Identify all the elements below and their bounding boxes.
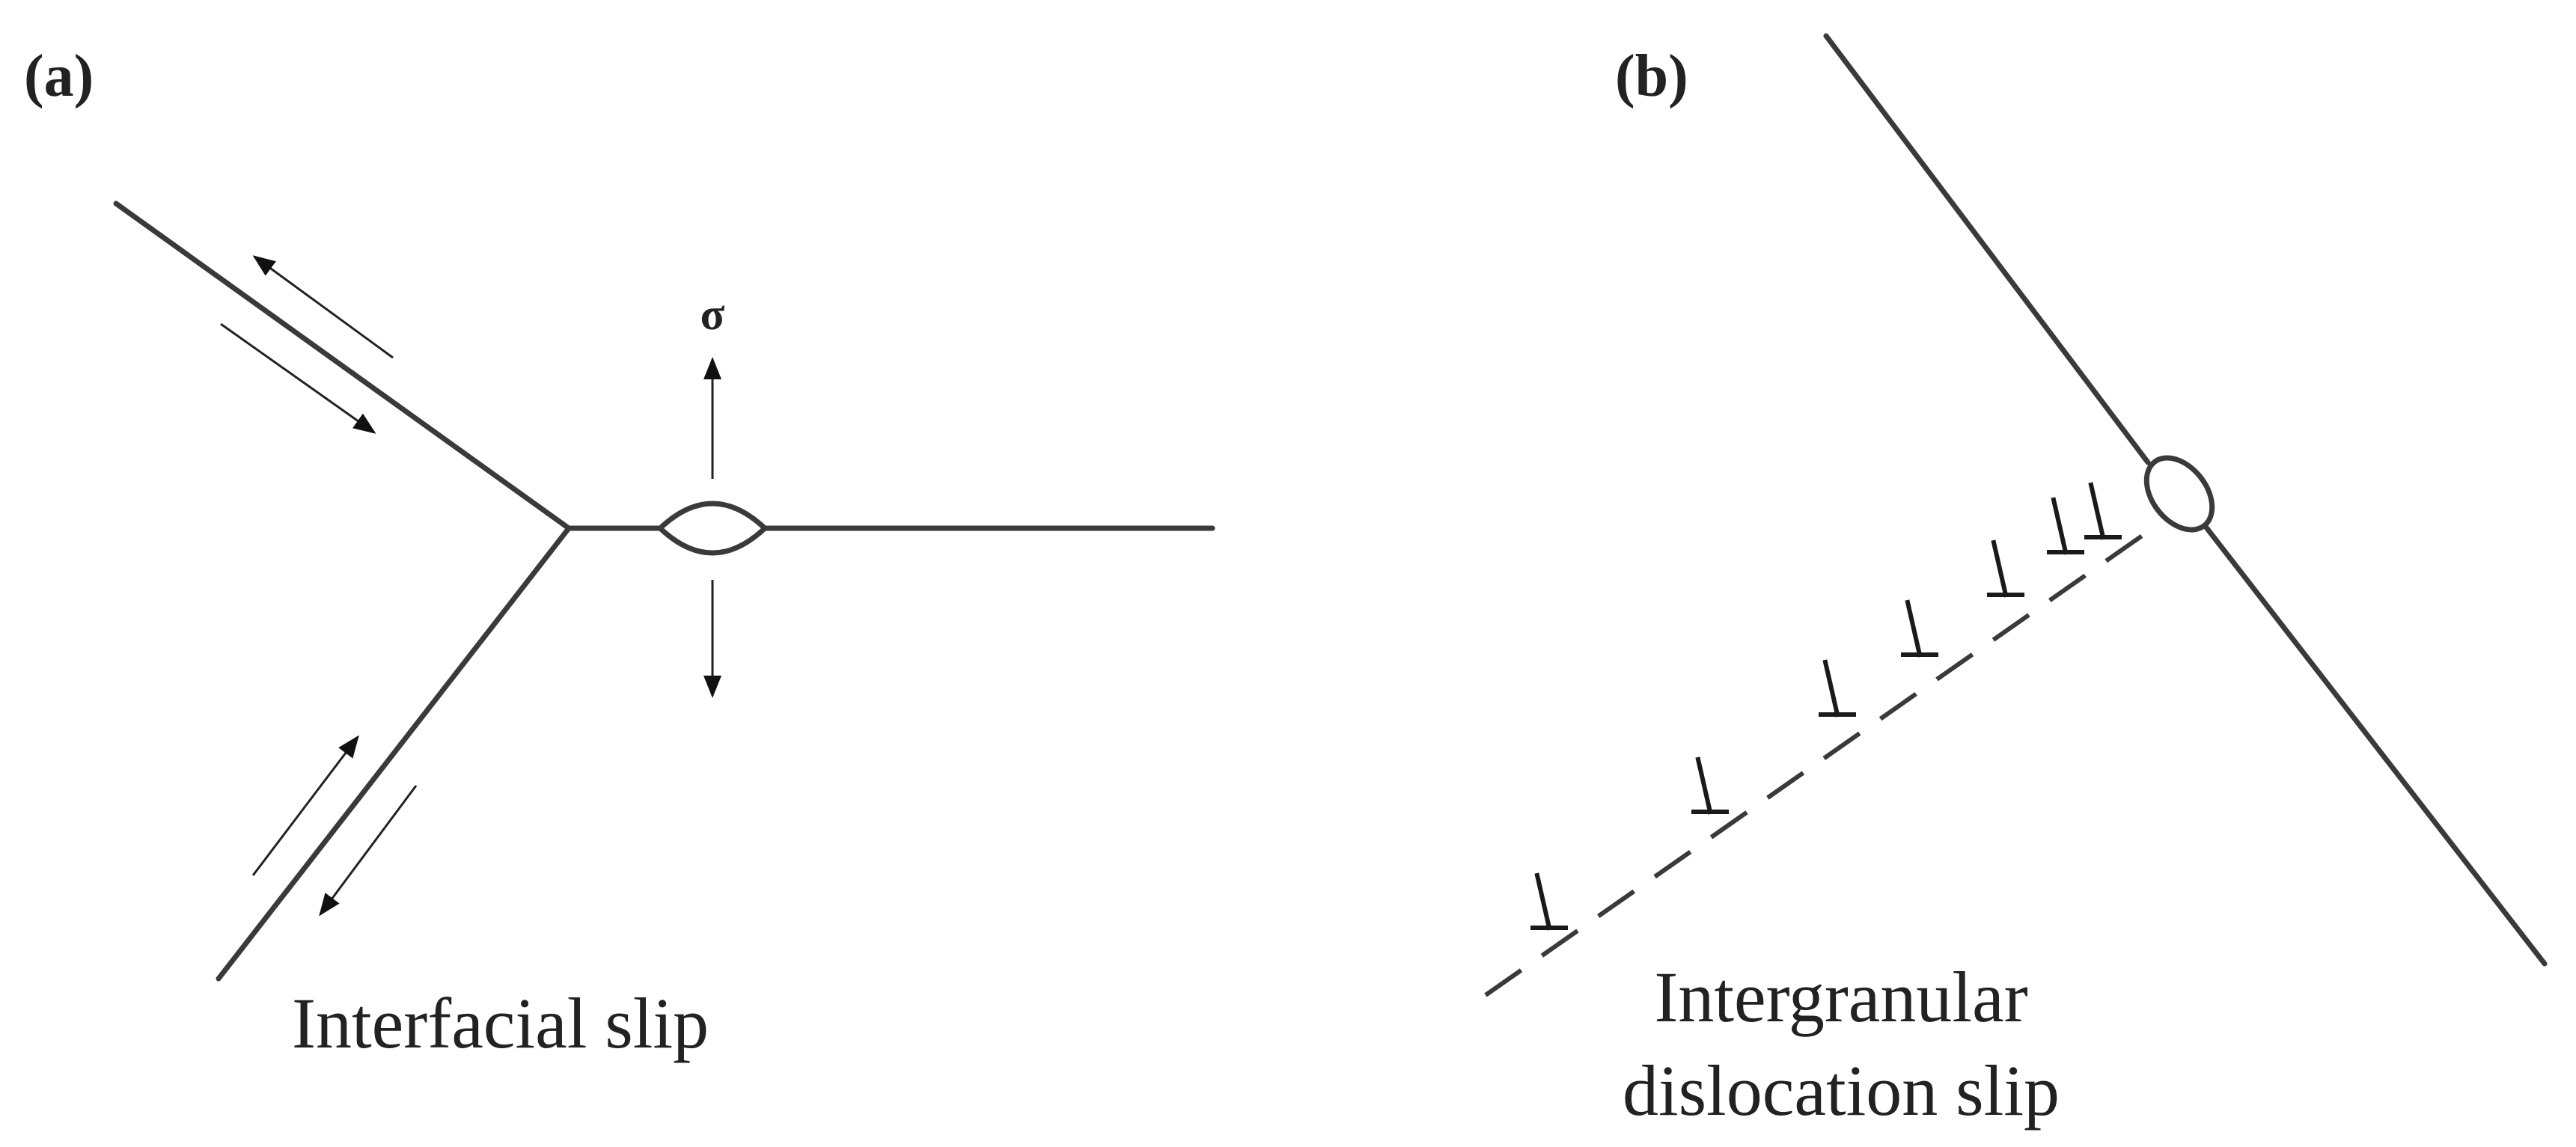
grain-boundary-lower-b bbox=[2203, 524, 2548, 967]
panel-b-caption-line2: dislocation slip bbox=[1623, 1050, 2060, 1131]
dislocation-4 bbox=[1901, 599, 1938, 658]
panel-b-label: (b) bbox=[1615, 43, 1688, 109]
stress-symbol: σ bbox=[701, 290, 725, 339]
grain-boundary-lower bbox=[216, 525, 572, 982]
shear-arrow-upper-in bbox=[220, 322, 376, 434]
panel-a-caption: Interfacial slip bbox=[292, 983, 709, 1063]
slip-plane-dashed bbox=[1484, 525, 2155, 997]
shear-arrow-lower-down bbox=[319, 785, 418, 917]
dislocation-3 bbox=[1819, 659, 1856, 718]
panel-b-caption-line1: Intergranular bbox=[1654, 957, 2027, 1037]
dislocation-7 bbox=[2084, 482, 2122, 540]
grain-boundary-upper bbox=[113, 201, 572, 531]
dislocation-1 bbox=[1530, 872, 1568, 931]
dislocation-2 bbox=[1691, 756, 1729, 815]
shear-arrow-lower-up bbox=[251, 735, 359, 876]
panel-a-label: (a) bbox=[24, 43, 94, 109]
cavity-void-b bbox=[2143, 455, 2215, 533]
panel-b: (b) bbox=[1484, 33, 2548, 1131]
grain-boundary-upper-b bbox=[1823, 33, 2151, 465]
cavity-void bbox=[656, 501, 769, 556]
dislocation-6 bbox=[2047, 497, 2084, 555]
panel-a: (a) σ Interfacial slip bbox=[24, 43, 1215, 1063]
dislocation-5 bbox=[1987, 539, 2024, 598]
shear-arrow-upper-out bbox=[252, 255, 394, 359]
